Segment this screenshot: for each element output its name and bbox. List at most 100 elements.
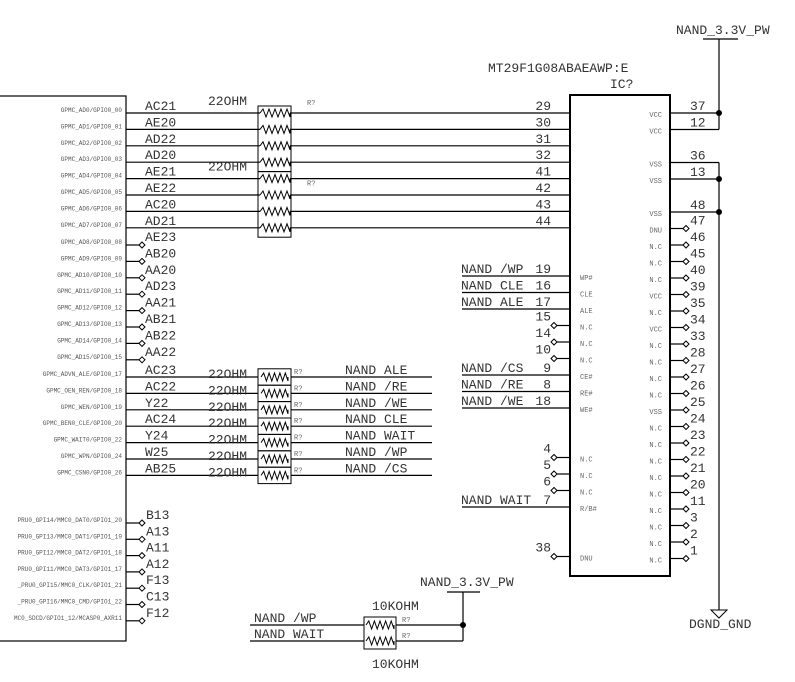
terminal-diamond-icon	[682, 257, 690, 266]
ic-pin-label: RE#	[580, 391, 593, 399]
ic-pin-number: 45	[690, 247, 706, 262]
ic-pin-number: 26	[690, 379, 706, 394]
terminal-diamond-icon	[138, 535, 146, 544]
ic-pin-label: N.C	[580, 341, 593, 349]
resistor-icon	[260, 404, 289, 416]
terminal-diamond-icon	[550, 470, 558, 478]
mcu-pin-signal: PRU0_GPI13/MMC0_DAT1/GPIO1_19	[18, 533, 123, 540]
terminal-diamond-icon	[682, 472, 690, 480]
ic-pin-label: N.C	[649, 261, 662, 269]
resistor-value: 22OHM	[208, 400, 247, 415]
terminal-diamond-icon	[138, 241, 146, 249]
mcu-pin-signal: GPMC_AD2/GPIO0_02	[61, 140, 123, 147]
gnd-net-label: DGND_GND	[689, 617, 752, 632]
terminal-diamond-icon	[138, 306, 146, 315]
terminal-diamond-icon	[682, 538, 690, 546]
ic-pin-label: N.C	[649, 393, 662, 401]
mcu-ball-label: AB22	[145, 328, 176, 343]
ic-pin-number: 46	[690, 230, 706, 245]
resistor-ref: R?	[307, 100, 315, 108]
ic-left-pin: 14N.C	[535, 326, 592, 349]
ic-pin-number: 35	[690, 296, 706, 311]
ic-pin-label: N.C	[649, 475, 662, 483]
ic-pin-number: 42	[535, 181, 551, 196]
mcu-ball-label: W25	[145, 445, 168, 460]
bus-net-row: GPMC_AD2/GPIO0_02AD2231I/O2	[61, 132, 597, 153]
mcu-ball-label: F12	[146, 606, 169, 621]
ic-pin-number: 2	[690, 527, 698, 542]
terminal-diamond-icon	[682, 389, 690, 398]
net-label: NAND ALE	[345, 363, 408, 378]
ic-pin-label: N.C	[649, 525, 662, 533]
ic-pin-label: N.C	[649, 360, 662, 368]
ic-pin-number: 6	[543, 475, 551, 490]
ic-pin-label: N.C	[649, 541, 662, 549]
pullup-value: 10KOHM	[372, 657, 419, 672]
mcu-ball-label: Y24	[145, 429, 169, 444]
ic-right-pin: N.C24	[649, 412, 705, 434]
mcu-ball-label: AC24	[145, 412, 176, 427]
bus-net-row: GPMC_AD0/GPIO0_00AC2129I/O0	[61, 99, 597, 120]
resistor-ref: R?	[307, 181, 315, 189]
ic-left-pin: 15N.C	[535, 310, 592, 333]
terminal-diamond-icon	[682, 422, 690, 431]
net-label: NAND CLE	[345, 412, 408, 427]
ic-pin-number: 43	[535, 197, 551, 212]
resistor-icon	[260, 453, 289, 465]
resistor-icon	[259, 107, 291, 119]
ic-right-pin: N.C35	[649, 296, 705, 318]
resistor-icon	[260, 469, 289, 481]
mcu-pin-signal: MC0_SDCD/GPIO1_12/MCASP0_AXR11	[14, 615, 122, 622]
mcu-pin-signal: GPMC_AD11/GPIO0_11	[57, 288, 122, 295]
terminal-diamond-icon	[682, 340, 690, 348]
net-label: NAND /WP	[461, 262, 524, 277]
terminal-diamond-icon	[138, 600, 146, 609]
mcu-ball-label: AD21	[145, 214, 176, 229]
ic-pin-label: N.C	[649, 442, 662, 450]
ic-pin-number: 15	[535, 310, 551, 325]
mcu-ball-label: AE21	[145, 165, 176, 180]
mcu-pin-signal: GPMC_AD10/GPIO0_10	[57, 272, 122, 279]
mcu-pin-signal: GPMC_AD0/GPIO0_00	[61, 107, 123, 114]
ground-symbol-icon	[709, 609, 729, 619]
terminal-diamond-icon	[682, 554, 690, 563]
mcu-ball-label: AB20	[145, 246, 176, 261]
resistor-icon	[365, 635, 395, 647]
terminal-diamond-icon	[682, 439, 690, 447]
ic-pin-number: 41	[535, 165, 551, 180]
bus-net-row: GPMC_AD4/GPIO0_04AE2141I/O4	[61, 165, 597, 186]
ic-pin-label: VSS	[649, 211, 662, 219]
ic-pin-label: DNU	[580, 556, 593, 564]
ic-pin-number: 32	[535, 148, 551, 163]
ic-pin-label: N.C	[649, 558, 662, 566]
ic-right-pin: N.C46	[649, 230, 705, 252]
pullup-vcc-label: NAND_3.3V_PW	[420, 575, 514, 590]
resistor-icon	[259, 189, 291, 201]
mcu-pin-signal: GPMC_AD9/GPIO0_09	[61, 255, 123, 262]
ic-pin-number: 34	[690, 313, 706, 328]
mcu-ball-label: A11	[146, 541, 170, 556]
ic-reference: IC?	[610, 77, 633, 92]
resistor-ref: R?	[294, 385, 302, 393]
ic-part-number: MT29F1G08ABAEAWP:E	[488, 61, 629, 76]
ic-right-pin: N.C1	[649, 544, 698, 566]
pullup-array-box	[363, 616, 397, 650]
mcu-ball-label: AB25	[145, 461, 176, 476]
ic-pin-number: 11	[690, 494, 706, 509]
ic-pin-number: 19	[535, 262, 551, 277]
bus-net-row: GPMC_AD3/GPIO0_03AD2032I/O3	[61, 148, 597, 169]
ic-pin-number: 17	[535, 295, 551, 310]
ic-pin-number: 3	[690, 511, 698, 526]
